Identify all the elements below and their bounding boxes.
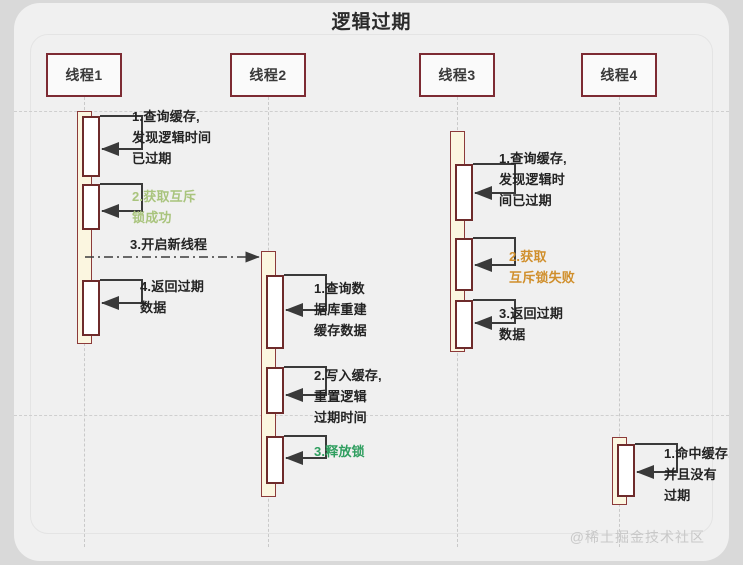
inner-act-t1-m4 bbox=[82, 280, 100, 336]
page-title: 逻辑过期 bbox=[331, 12, 412, 33]
participant-box-3[interactable]: 线程3 bbox=[419, 53, 495, 97]
message-t3-3: 3.返回过期 数据 bbox=[499, 306, 564, 342]
inner-act-t2-m1 bbox=[266, 275, 284, 349]
inner-act-t2-m2 bbox=[266, 367, 284, 414]
grid-line-1 bbox=[14, 111, 729, 112]
participant-label: 线程4 bbox=[600, 67, 638, 83]
inner-act-t3-m2 bbox=[455, 238, 473, 291]
message-t2-1: 1.查询数 据库重建 缓存数据 bbox=[314, 281, 367, 338]
message-t3-2: 2.获取 互斥锁失败 bbox=[509, 249, 576, 285]
loop-t1-m4 bbox=[100, 279, 143, 310]
participant-box-4[interactable]: 线程4 bbox=[581, 53, 657, 97]
message-t1-2: 2.获取互斥 锁成功 bbox=[132, 189, 197, 225]
message-t2-2: 2.写入缓存, 重置逻辑 过期时间 bbox=[314, 368, 382, 425]
participant-box-2[interactable]: 线程2 bbox=[230, 53, 306, 97]
participant-box-1[interactable]: 线程1 bbox=[46, 53, 122, 97]
grid-line-0 bbox=[14, 415, 729, 416]
diagram-card: 逻辑过期 线程1 线程2 线程3 线程4 1.查询缓存, 发现逻辑时间 已过期 2.获取… bbox=[14, 3, 729, 561]
participant-label: 线程1 bbox=[65, 67, 103, 83]
participant-label: 线程3 bbox=[438, 67, 476, 83]
inner-act-t4-m1 bbox=[617, 444, 635, 497]
inner-act-t2-m3 bbox=[266, 436, 284, 484]
message-t1-3: 3.开启新线程 bbox=[130, 237, 208, 252]
participant-label: 线程2 bbox=[249, 67, 287, 83]
lifeline-thread-4 bbox=[619, 97, 620, 547]
message-t3-1: 1.查询缓存, 发现逻辑时 间已过期 bbox=[499, 151, 567, 208]
message-t4-1: 1.命中缓存, 并且没有 过期 bbox=[664, 446, 729, 503]
watermark: @稀土掘金技术社区 bbox=[569, 529, 705, 545]
message-t2-3: 3.释放锁 bbox=[314, 444, 365, 459]
inner-act-t1-m1 bbox=[82, 116, 100, 177]
inner-act-t3-m3 bbox=[455, 300, 473, 349]
message-t1-1: 1.查询缓存, 发现逻辑时间 已过期 bbox=[132, 109, 212, 166]
inner-act-t3-m1 bbox=[455, 164, 473, 221]
inner-act-t1-m2 bbox=[82, 184, 100, 230]
message-t1-4: 4.返回过期 数据 bbox=[140, 279, 205, 315]
